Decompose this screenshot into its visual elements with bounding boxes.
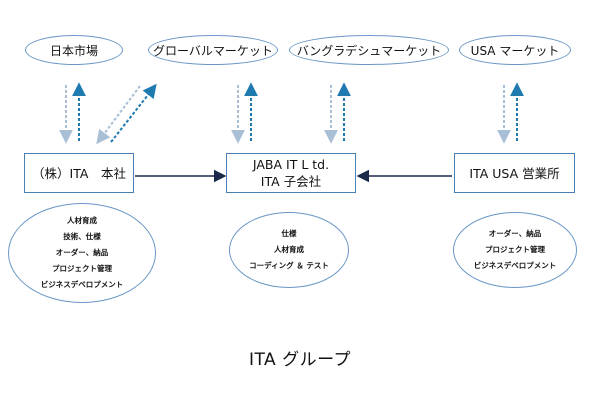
role-item: オーダー、納品 — [55, 248, 109, 257]
role-item: 技術、仕様 — [63, 232, 101, 241]
entity-hq-label: （株）ITA 本社 — [32, 165, 126, 181]
arrow-global-to-hq — [96, 85, 141, 145]
roles-subsidiary: 仕様 人材育成 コーディング ＆ テスト — [229, 212, 349, 288]
entity-subsidiary-name: JABA IT L td. — [252, 157, 330, 172]
role-item: ビジネスデベロプメント — [40, 280, 124, 289]
market-usa: USA マーケット — [459, 35, 571, 65]
market-japan-label: 日本市場 — [49, 43, 98, 58]
roles-hq: 人材育成 技術、仕様 オーダー、納品 プロジェクト管理 ビジネスデベロプメント — [8, 203, 156, 303]
market-global-label: グローバルマーケット — [153, 43, 273, 58]
roles-usa-office: オーダー、納品 プロジェクト管理 ビジネスデベロプメント — [453, 212, 577, 288]
role-item: ビジネスデベロプメント — [473, 261, 557, 270]
role-item: プロジェクト管理 — [485, 245, 545, 254]
arrow-hq-to-global — [110, 83, 157, 143]
market-bangladesh-label: バングラデシュマーケット — [296, 43, 442, 58]
market-bangladesh: バングラデシュマーケット — [289, 35, 449, 65]
role-item: オーダー、納品 — [488, 229, 542, 238]
role-item: 人材育成 — [67, 216, 97, 225]
role-item: コーディング ＆ テスト — [249, 261, 329, 270]
entity-usa-office-label: ITA USA 営業所 — [469, 165, 560, 181]
market-japan: 日本市場 — [25, 35, 123, 65]
entity-subsidiary: JABA IT L td. ITA 子会社 — [226, 153, 356, 193]
role-item: 仕様 — [281, 229, 297, 238]
entity-subsidiary-type: ITA 子会社 — [260, 174, 322, 189]
market-usa-label: USA マーケット — [470, 43, 560, 58]
entity-hq: （株）ITA 本社 — [24, 153, 134, 193]
role-item: プロジェクト管理 — [52, 264, 112, 273]
entity-usa-office: ITA USA 営業所 — [454, 153, 575, 193]
group-title: ITA グループ — [248, 350, 352, 370]
role-item: 人材育成 — [274, 245, 304, 254]
market-global: グローバルマーケット — [148, 35, 278, 65]
